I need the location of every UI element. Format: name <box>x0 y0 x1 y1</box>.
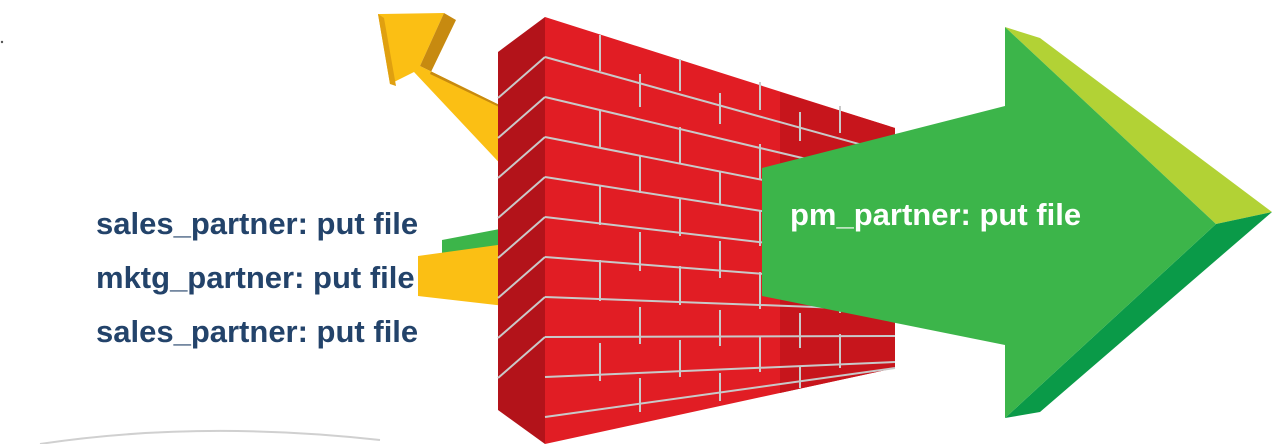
base-curve <box>39 429 381 444</box>
allowed-green-arrow <box>762 27 1272 418</box>
allowed-request-label: pm_partner: put file <box>790 197 1082 232</box>
dot-mark <box>0 40 4 44</box>
mortar-lines <box>544 35 896 418</box>
deflected-arrow <box>378 13 520 172</box>
blocked-request-list: sales_partner: put file mktg_partner: pu… <box>96 197 418 359</box>
brick-wall <box>497 17 896 444</box>
request-label: mktg_partner: put file <box>96 260 415 295</box>
wall-side <box>498 17 545 444</box>
blocked-yellow-arrow <box>418 244 505 306</box>
request-label: sales_partner: put file <box>96 206 419 241</box>
request-label: sales_partner: put file <box>96 314 419 349</box>
